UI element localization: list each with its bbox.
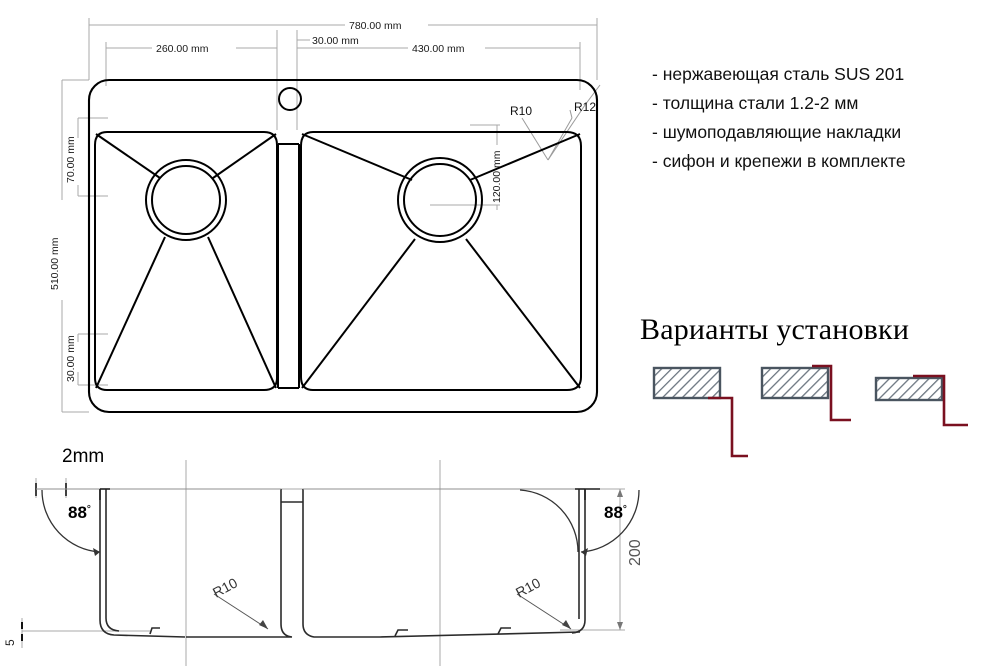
label-angle-right: 88° — [604, 503, 627, 522]
sink-outer-outline — [87, 78, 599, 414]
section-profile — [99, 488, 600, 638]
dim-bottom-margin: 30.00 mm — [65, 335, 77, 382]
left-bowl-drain-inner — [151, 165, 221, 235]
label-section-depth: 200 — [627, 539, 644, 566]
dim-left-segment: 260.00 mm — [156, 43, 209, 55]
dim-right-segment: 430.00 mm — [412, 43, 465, 55]
left-angle-arc — [41, 489, 101, 553]
bowl-divider — [277, 143, 300, 389]
label-thickness: 2mm — [62, 446, 104, 467]
label-radius-outer: R12 — [574, 100, 596, 114]
label-angle-left: 88° — [68, 503, 91, 522]
spec-item-material: - нержавеющая сталь SUS 201 — [652, 64, 905, 84]
label-section-radius-mid: R10 — [210, 574, 240, 600]
dim-bowl-offset: 120.00 mm — [491, 150, 503, 203]
spec-item-thickness: - толщина стали 1.2-2 мм — [652, 93, 859, 113]
label-radius-inner: R10 — [510, 104, 532, 118]
r10-arrow-left — [259, 620, 268, 629]
dim-middle-segment: 30.00 mm — [312, 35, 359, 47]
right-bowl-drain-outer — [397, 157, 483, 243]
dim-overall-width: 780.00 mm — [349, 20, 402, 32]
label-section-radius-right: R10 — [513, 574, 543, 600]
install-variants-heading: Варианты установки — [640, 313, 910, 346]
right-angle-arc — [519, 489, 579, 553]
left-angle-arrowhead — [93, 548, 100, 556]
section-radius-leaders — [213, 593, 572, 630]
label-lip-height: 5 — [3, 639, 17, 646]
right-bowl-drain-inner — [403, 163, 477, 237]
install-variant-undermount — [874, 374, 968, 427]
dimension-extension-lines — [61, 18, 598, 413]
left-bowl — [94, 131, 278, 391]
right-angle-arc-2 — [580, 489, 640, 553]
install-variant-flush — [652, 366, 748, 458]
specification-list: - нержавеющая сталь SUS 201 - толщина ст… — [652, 60, 997, 176]
spec-item-siphon: - сифон и крепежи в комплекте — [652, 151, 906, 171]
section-depth-arrows — [617, 489, 623, 630]
right-bowl — [300, 131, 582, 391]
spec-item-soundpads: - шумоподавляющие накладки — [652, 122, 902, 142]
right-angle-arrowhead — [581, 548, 588, 556]
dim-top-margin: 70.00 mm — [65, 136, 77, 183]
faucet-hole — [278, 87, 302, 111]
install-variant-topmount — [760, 364, 851, 422]
r10-arrow-right — [562, 620, 571, 629]
left-bowl-drain-outer — [145, 159, 227, 241]
radius-leader-lines — [521, 84, 601, 161]
section-wall-ticks — [99, 488, 586, 500]
dim-overall-depth: 510.00 mm — [49, 237, 61, 290]
